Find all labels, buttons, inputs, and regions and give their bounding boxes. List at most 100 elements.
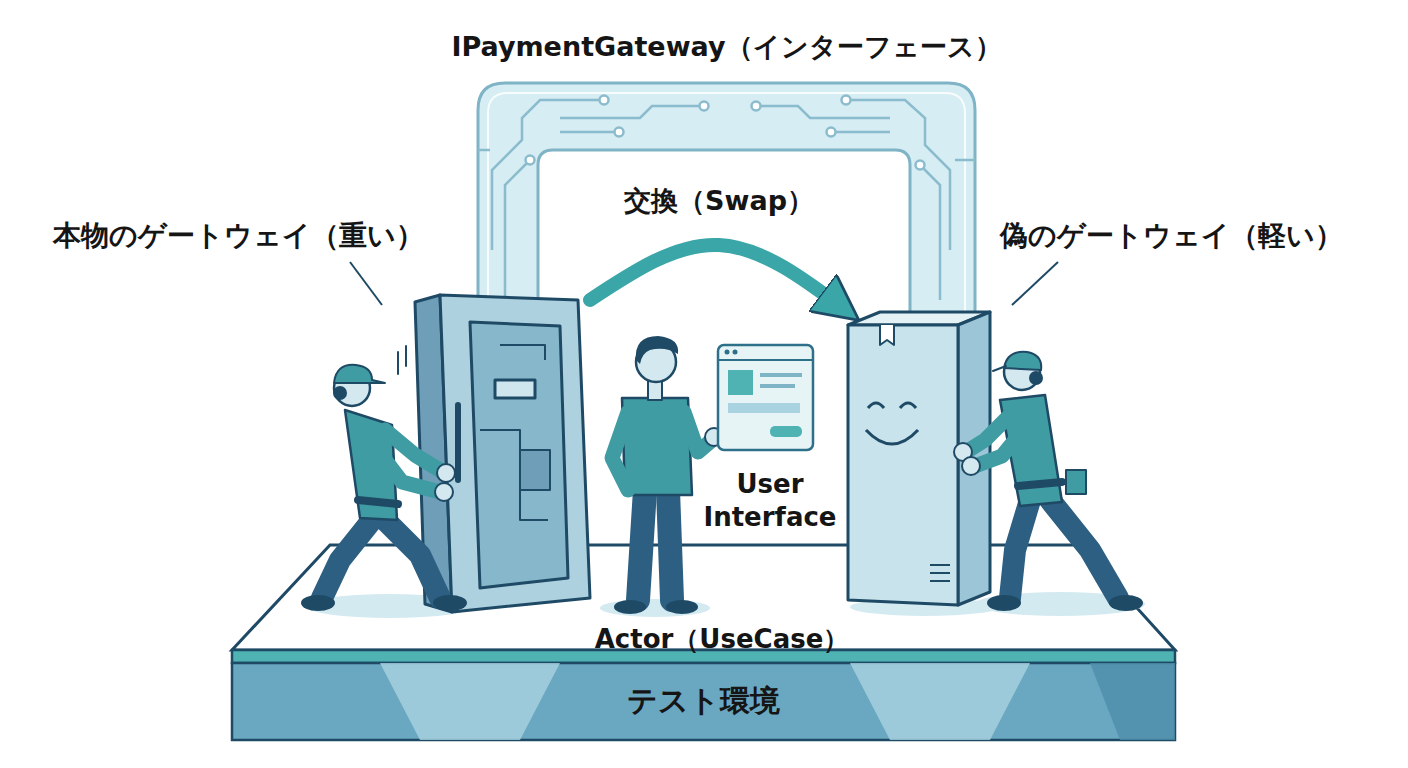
right-worker bbox=[954, 352, 1143, 611]
ui-screen bbox=[718, 345, 813, 450]
right-worker bbox=[1018, 482, 1062, 486]
platform bbox=[850, 663, 1030, 740]
right-worker bbox=[1010, 500, 1030, 598]
leader-lines bbox=[350, 262, 382, 305]
circuit-traces bbox=[478, 149, 490, 152]
fake-gateway-box bbox=[868, 403, 884, 408]
circuit-traces bbox=[850, 100, 950, 250]
left-worker bbox=[435, 483, 453, 501]
node-heading: 偽のゲートウェイ（軽い） bbox=[1000, 216, 1408, 256]
circuit-traces bbox=[560, 106, 700, 118]
circuit-traces bbox=[478, 100, 975, 300]
screen-label: User Interface bbox=[690, 468, 850, 534]
fake-gateway-box bbox=[880, 325, 894, 345]
left-worker bbox=[301, 365, 467, 611]
edge-label: 交換（Swap） bbox=[569, 183, 869, 219]
fake-gateway-box bbox=[930, 564, 950, 566]
actor-figure bbox=[638, 490, 645, 600]
platform bbox=[1090, 663, 1175, 740]
ui-screen bbox=[770, 426, 802, 437]
circuit-traces bbox=[560, 131, 615, 134]
circuit-traces bbox=[955, 159, 975, 162]
right-worker bbox=[1029, 371, 1043, 385]
left-worker bbox=[301, 595, 335, 611]
ui-screen bbox=[760, 373, 802, 377]
motion-lines bbox=[397, 352, 399, 374]
right-worker bbox=[962, 457, 980, 475]
fake-gateway: 偽のゲートウェイ（軽い） bbox=[848, 310, 990, 605]
left-worker bbox=[333, 386, 347, 400]
left-worker bbox=[385, 520, 440, 598]
right-worker bbox=[987, 595, 1021, 611]
circuit-traces bbox=[505, 160, 530, 300]
fake-gateway-box bbox=[930, 580, 950, 582]
real-gateway-door bbox=[500, 345, 545, 360]
circuit-nodes bbox=[752, 102, 761, 111]
fake-gateway-box bbox=[930, 572, 950, 574]
right-worker bbox=[1109, 595, 1143, 611]
circuit-traces bbox=[835, 131, 890, 134]
actor-label: Actor（UseCase） bbox=[572, 622, 872, 656]
left-worker bbox=[433, 595, 467, 611]
left-worker bbox=[334, 365, 385, 383]
real-gateway-door bbox=[520, 450, 550, 490]
leader-lines bbox=[350, 262, 1058, 305]
fake-gateway-box bbox=[848, 325, 958, 605]
circuit-nodes bbox=[600, 96, 609, 105]
circuit-nodes bbox=[916, 161, 925, 170]
circuit-nodes bbox=[842, 96, 851, 105]
actor-figure bbox=[666, 600, 698, 614]
right-worker bbox=[993, 352, 1041, 371]
circuit-traces bbox=[920, 165, 940, 300]
motion-lines bbox=[405, 346, 407, 366]
actor-figure bbox=[668, 490, 672, 600]
real-gateway-door bbox=[470, 322, 568, 588]
test-environment-band: テスト環境 bbox=[232, 662, 1175, 740]
fake-gateway-box bbox=[900, 403, 916, 408]
left-worker bbox=[358, 500, 398, 504]
right-worker bbox=[975, 422, 1030, 466]
circuit-nodes bbox=[700, 102, 709, 111]
ui-screen bbox=[728, 403, 800, 413]
ui-screen bbox=[718, 359, 813, 361]
motion-lines bbox=[398, 346, 406, 374]
actor-figure bbox=[612, 412, 628, 490]
fake-gateway-box bbox=[866, 430, 918, 444]
ui-screen bbox=[733, 350, 738, 355]
left-worker bbox=[385, 430, 443, 472]
circuit-nodes bbox=[526, 156, 535, 165]
floor-shadows bbox=[600, 599, 710, 617]
ui-screen bbox=[760, 384, 795, 388]
platform bbox=[380, 663, 560, 740]
real-gateway: 本物のゲートウェイ（重い） bbox=[415, 290, 590, 612]
ui-screen bbox=[725, 350, 730, 355]
swap-arrow bbox=[590, 245, 848, 312]
circuit-nodes bbox=[827, 128, 836, 137]
real-gateway-door bbox=[495, 380, 535, 398]
real-gateway-door bbox=[415, 295, 590, 612]
leader-lines bbox=[1012, 262, 1058, 305]
node-heading: 本物のゲートウェイ（重い） bbox=[53, 216, 473, 256]
real-gateway-door bbox=[440, 295, 590, 612]
right-worker bbox=[1066, 470, 1086, 494]
left-worker bbox=[437, 464, 455, 482]
node-heading: IPaymentGateway（インターフェース） bbox=[278, 27, 1175, 67]
circuit-traces bbox=[492, 100, 600, 250]
actor-figure bbox=[612, 336, 723, 614]
ui-screen bbox=[718, 345, 813, 450]
real-gateway-door bbox=[455, 405, 461, 480]
node-heading: テスト環境 bbox=[232, 662, 1175, 740]
circuit-nodes bbox=[526, 96, 925, 170]
platform bbox=[232, 663, 1175, 740]
actor-figure bbox=[636, 336, 678, 364]
circuit-nodes bbox=[615, 128, 624, 137]
ui-screen bbox=[728, 370, 753, 395]
fake-gateway-box bbox=[848, 312, 990, 605]
left-worker bbox=[322, 520, 372, 598]
right-worker bbox=[1050, 500, 1118, 598]
interface-frame: IPaymentGateway（インターフェース） bbox=[478, 83, 975, 545]
platform bbox=[232, 545, 1175, 740]
actor-figure bbox=[614, 600, 646, 614]
